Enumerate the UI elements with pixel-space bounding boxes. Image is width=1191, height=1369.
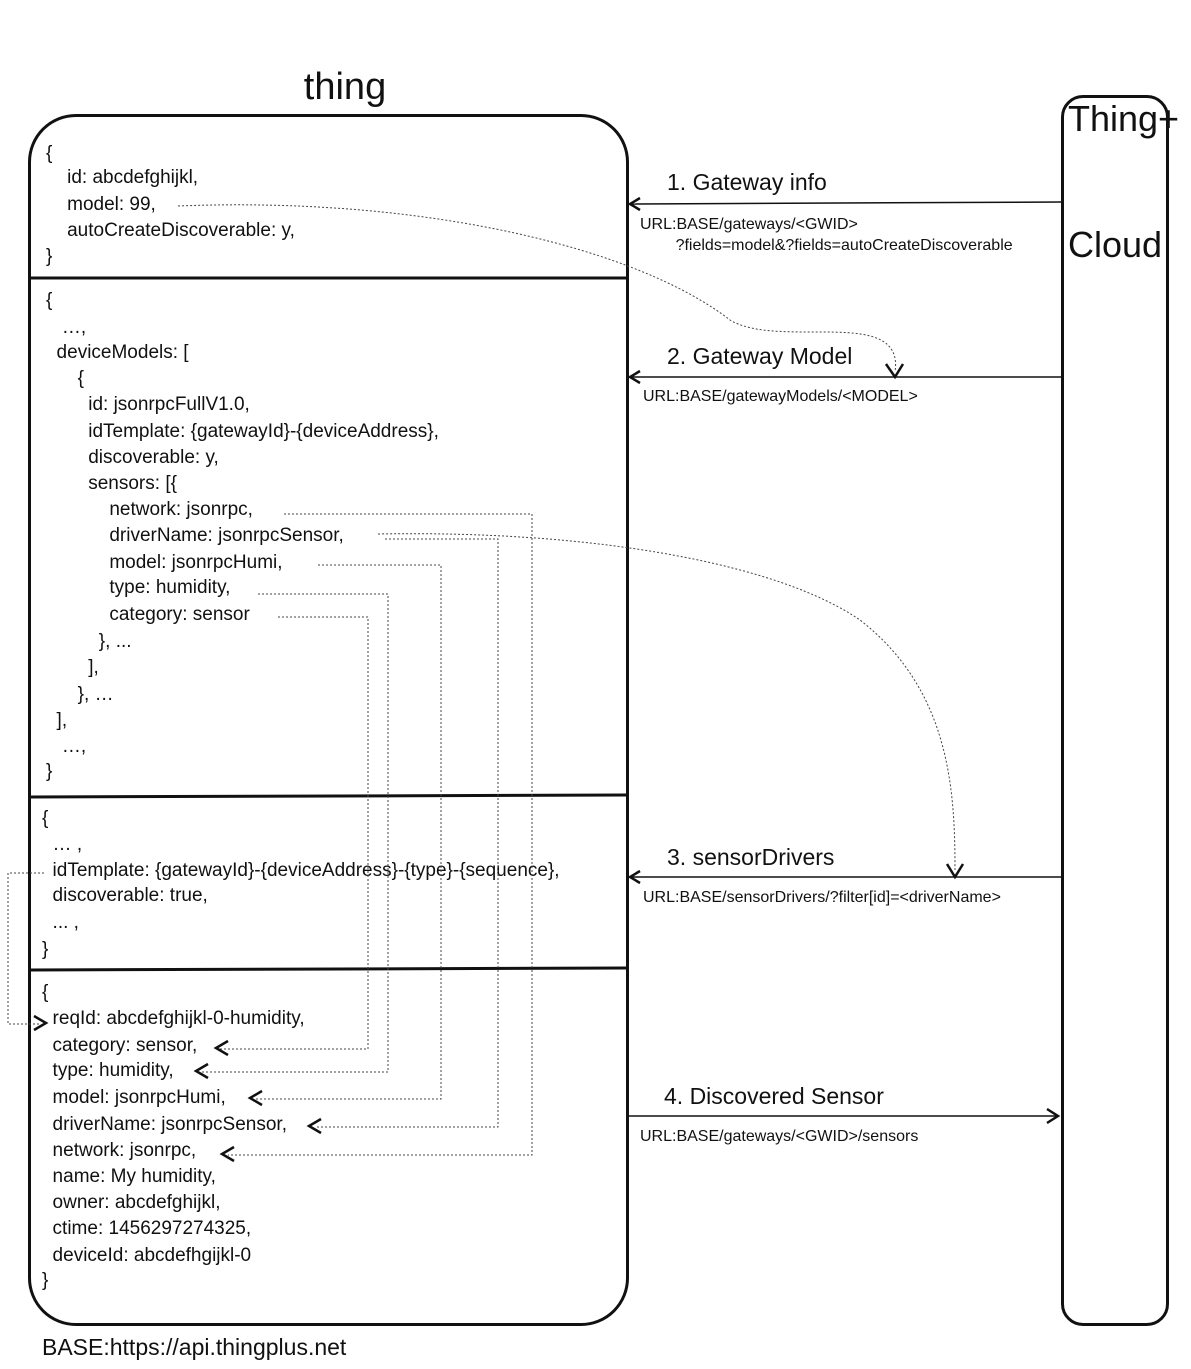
code-line: discoverable: true,: [42, 885, 208, 906]
step-3-label: 3. sensorDrivers: [667, 844, 835, 870]
code-line: idTemplate: {gatewayId}-{deviceAddress},: [46, 421, 439, 442]
code-line: }: [42, 1270, 49, 1291]
code-line: …,: [46, 317, 87, 338]
code-line: }, …: [46, 684, 114, 705]
code-line: sensors: [{: [46, 473, 177, 494]
code-line: {: [42, 808, 49, 829]
code-line: }, ...: [46, 631, 132, 652]
code-line: ],: [46, 657, 99, 678]
code-line: }: [42, 939, 49, 960]
code-line: category: sensor,: [42, 1035, 198, 1056]
cloud-container: [1061, 95, 1169, 1326]
step-1-label: 1. Gateway info: [667, 169, 827, 195]
step-1-url-cont: ?fields=model&?fields=autoCreateDiscover…: [640, 237, 1013, 254]
code-line: idTemplate: {gatewayId}-{deviceAddress}-…: [42, 860, 560, 881]
code-line: network: jsonrpc,: [42, 1140, 197, 1161]
code-line: model: 99,: [46, 194, 156, 215]
code-line: deviceModels: [: [46, 342, 189, 363]
code-line: network: jsonrpc,: [46, 499, 253, 520]
code-line: model: jsonrpcHumi,: [42, 1087, 226, 1108]
code-line: ctime: 1456297274325,: [42, 1218, 252, 1239]
base-url-note: BASE:https://api.thingplus.net: [42, 1334, 347, 1360]
step-3-url: URL:BASE/sensorDrivers/?filter[id]=<driv…: [643, 889, 1001, 906]
code-line: }: [46, 246, 53, 267]
code-line: {: [46, 143, 53, 164]
code-line: type: humidity,: [42, 1060, 174, 1081]
step-2-url: URL:BASE/gatewayModels/<MODEL>: [643, 388, 918, 405]
code-line: …,: [46, 736, 87, 757]
code-line: model: jsonrpcHumi,: [46, 552, 283, 573]
step-1-arrow-line: [629, 201, 1063, 205]
step-4-label: 4. Discovered Sensor: [664, 1083, 884, 1109]
code-line: id: abcdefghijkl,: [46, 167, 199, 188]
step-4-arrowhead: [1046, 1107, 1061, 1125]
code-line: {: [46, 368, 85, 389]
code-line: id: jsonrpcFullV1.0,: [46, 394, 250, 415]
code-line: ... ,: [42, 912, 79, 933]
code-line: ],: [46, 710, 68, 731]
code-line: category: sensor: [46, 604, 250, 625]
step-4-url: URL:BASE/gateways/<GWID>/sensors: [640, 1128, 919, 1145]
code-line: {: [42, 982, 49, 1003]
step-2-arrowhead: [627, 369, 641, 385]
code-line: driverName: jsonrpcSensor,: [46, 525, 344, 546]
thing-title: thing: [303, 66, 387, 108]
step-1-url: URL:BASE/gateways/<GWID>: [640, 216, 858, 233]
step-1-arrowhead: [627, 196, 641, 212]
step-2-label: 2. Gateway Model: [667, 343, 853, 369]
code-line: {: [46, 290, 53, 311]
code-line: driverName: jsonrpcSensor,: [42, 1114, 287, 1135]
code-line: name: My humidity,: [42, 1166, 216, 1187]
driver-curve-arrowhead: [945, 863, 965, 880]
code-line: }: [46, 761, 53, 782]
code-line: type: humidity,: [46, 577, 231, 598]
code-line: reqId: abcdefghijkl-0-humidity,: [42, 1008, 305, 1029]
code-line: owner: abcdefghijkl,: [42, 1192, 221, 1213]
code-line: … ,: [42, 834, 83, 855]
cloud-title-line2: Cloud: [1068, 224, 1163, 265]
step-arrows: [627, 196, 1063, 1125]
code-line: autoCreateDiscoverable: y,: [46, 220, 295, 241]
code-line: discoverable: y,: [46, 447, 219, 468]
code-line: deviceId: abcdefhgijkl-0: [42, 1245, 252, 1266]
model-curve-arrowhead: [884, 363, 905, 380]
step-3-arrowhead: [627, 869, 641, 885]
